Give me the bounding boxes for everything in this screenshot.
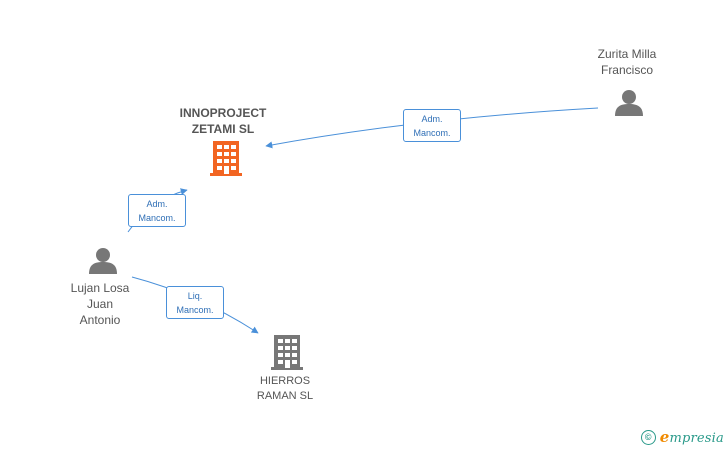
label-line: Lujan Losa: [70, 281, 130, 295]
person-icon[interactable]: [89, 248, 117, 274]
brand-initial: e: [659, 428, 670, 446]
person-label-zurita[interactable]: Zurita Milla Francisco: [577, 46, 677, 78]
brand-logo[interactable]: empresia: [660, 428, 724, 446]
relation-type: Liq.: [187, 291, 203, 301]
brand-rest: mpresia: [669, 431, 724, 446]
person-icon[interactable]: [615, 90, 643, 116]
relation-qualifier: Mancom.: [176, 305, 214, 315]
footer-brand: © empresia: [640, 428, 724, 446]
copyright-icon: ©: [640, 429, 656, 445]
relation-qualifier: Mancom.: [138, 213, 176, 223]
building-icon[interactable]: [210, 141, 242, 176]
label-line: Francisco: [600, 63, 653, 77]
relation-type: Adm.: [421, 114, 443, 124]
relation-label-lujan-zetami[interactable]: Adm. Mancom.: [128, 194, 186, 227]
person-label-lujan[interactable]: Lujan Losa Juan Antonio: [50, 280, 150, 328]
relation-label-zurita-zetami[interactable]: Adm. Mancom.: [403, 109, 461, 142]
company-label-hierros[interactable]: HIERROS RAMAN SL: [235, 374, 335, 404]
label-line: Zurita Milla: [597, 47, 657, 61]
company-label-zetami[interactable]: INNOPROJECT ZETAMI SL: [163, 105, 283, 137]
label-line: INNOPROJECT: [179, 106, 267, 120]
relation-qualifier: Mancom.: [413, 128, 451, 138]
relation-label-lujan-hierros[interactable]: Liq. Mancom.: [166, 286, 224, 319]
relation-type: Adm.: [146, 199, 168, 209]
label-line: ZETAMI SL: [191, 122, 255, 136]
label-line: Juan: [86, 297, 114, 311]
label-line: HIERROS: [259, 375, 311, 387]
label-line: RAMAN SL: [256, 390, 314, 402]
building-icon[interactable]: [271, 335, 303, 370]
label-line: Antonio: [79, 313, 121, 327]
